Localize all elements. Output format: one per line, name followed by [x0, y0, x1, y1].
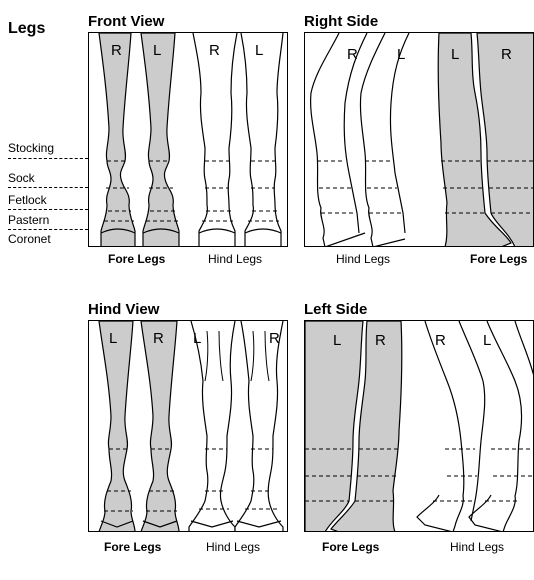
left-letter-3: R [435, 332, 446, 349]
hind-view-drawing: L R L R [89, 321, 288, 532]
right-letter-1: R [347, 46, 358, 63]
section-title: Legs [8, 20, 45, 38]
right-side-panel: R L L R [304, 32, 534, 247]
right-side-hind-leg-1: R [311, 33, 367, 247]
left-letter-4: L [483, 332, 491, 349]
hind-view-hind-leg-left: L [189, 321, 235, 532]
guide-pastern [8, 229, 88, 230]
right-side-fore-caption: Fore Legs [470, 252, 527, 266]
front-fore-leg-right: R [99, 33, 135, 247]
guide-stocking [8, 158, 88, 159]
hind-letter-4: R [269, 330, 280, 347]
left-side-hind-caption: Hind Legs [450, 540, 504, 554]
hind-view-fore-leg-right: R [141, 321, 179, 532]
front-view-fore-caption: Fore Legs [108, 252, 165, 266]
left-side-title: Left Side [304, 301, 367, 318]
hind-view-fore-leg-left: L [99, 321, 135, 532]
front-fore-leg-left: L [141, 33, 179, 247]
hind-view-hind-leg-right: R [235, 321, 283, 532]
left-side-fore-leg-1: L [305, 321, 363, 532]
left-letter-1: L [333, 332, 341, 349]
hind-letter-2: R [153, 330, 164, 347]
hind-letter-3: L [193, 330, 201, 347]
left-letter-2: R [375, 332, 386, 349]
label-stocking: Stocking [8, 141, 54, 155]
left-side-hind-leg-2: L [469, 321, 534, 532]
left-side-hind-leg-1: R [417, 321, 485, 532]
label-coronet: Coronet [8, 232, 51, 246]
front-letter-3: R [209, 42, 220, 59]
right-side-hind-caption: Hind Legs [336, 252, 390, 266]
front-letter-2: L [153, 42, 161, 59]
front-view-hind-caption: Hind Legs [208, 252, 262, 266]
front-hind-leg-left: L [241, 33, 283, 247]
hind-view-fore-caption: Fore Legs [104, 540, 161, 554]
guide-fetlock [8, 209, 88, 210]
right-side-hind-leg-2: L [360, 33, 409, 247]
right-letter-2: L [397, 46, 405, 63]
label-fetlock: Fetlock [8, 193, 47, 207]
front-view-drawing: R L R L [89, 33, 288, 247]
front-hind-leg-right: R [193, 33, 237, 247]
right-side-drawing: R L L R [305, 33, 534, 247]
front-view-title: Front View [88, 13, 164, 30]
left-side-panel: L R R L [304, 320, 534, 532]
hind-view-hind-caption: Hind Legs [206, 540, 260, 554]
right-side-title: Right Side [304, 13, 378, 30]
left-side-fore-caption: Fore Legs [322, 540, 379, 554]
front-letter-1: R [111, 42, 122, 59]
label-pastern: Pastern [8, 213, 49, 227]
hind-letter-1: L [109, 330, 117, 347]
right-letter-3: L [451, 46, 459, 63]
front-view-panel: R L R L [88, 32, 288, 247]
label-sock: Sock [8, 171, 35, 185]
left-side-drawing: L R R L [305, 321, 534, 532]
right-letter-4: R [501, 46, 512, 63]
hind-view-title: Hind View [88, 301, 159, 318]
hind-view-panel: L R L R [88, 320, 288, 532]
guide-sock [8, 187, 88, 188]
front-letter-4: L [255, 42, 263, 59]
